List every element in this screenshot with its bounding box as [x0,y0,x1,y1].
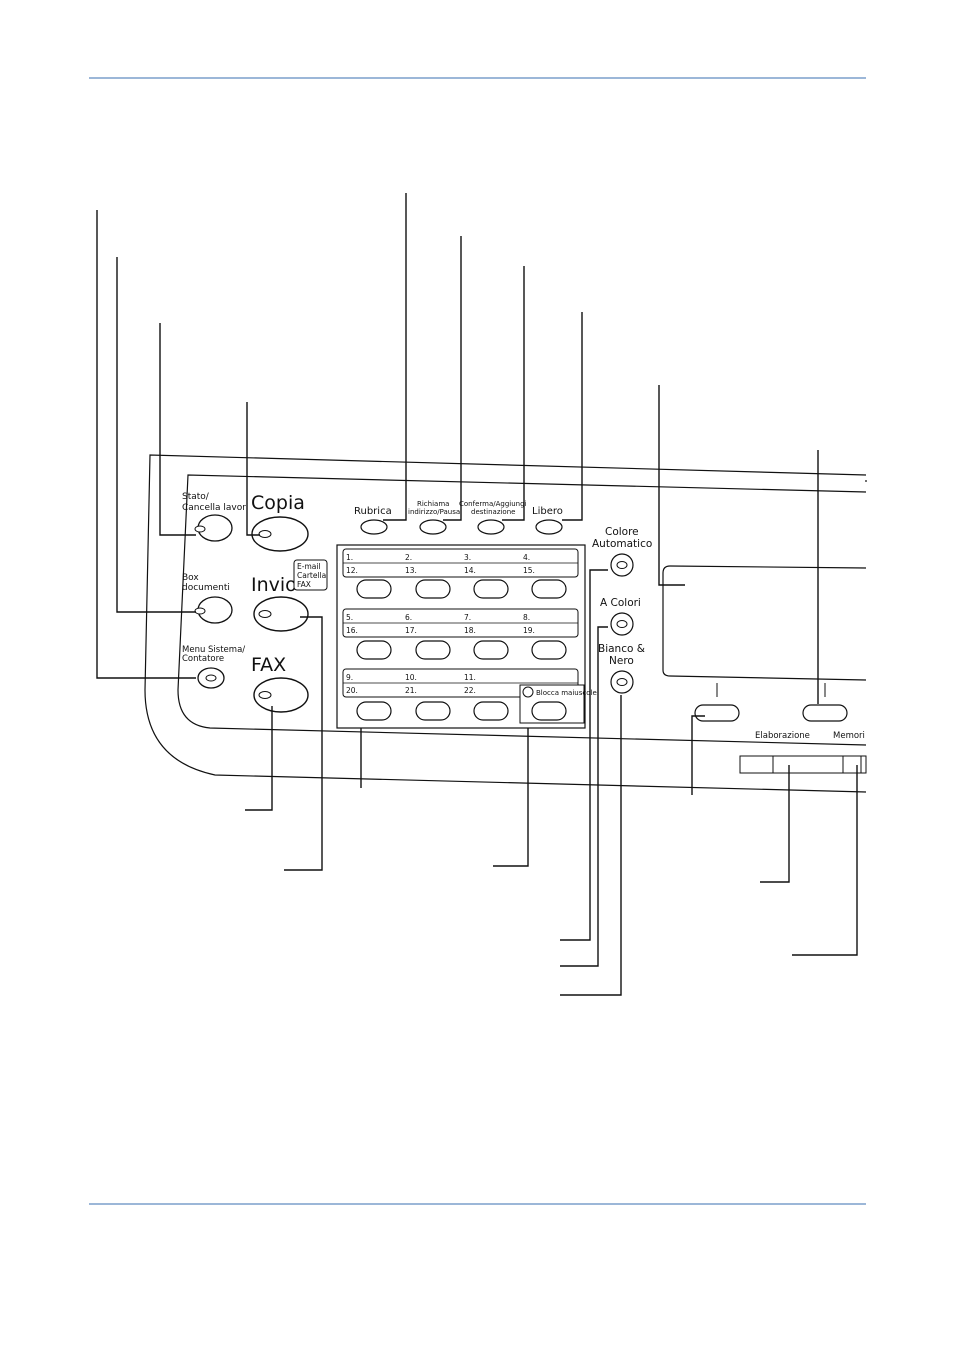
ot-label: 16. [346,626,358,635]
invio-box-line3: FAX [297,580,311,589]
bianco-nero-button[interactable] [610,670,634,694]
onetouch-key[interactable] [356,701,392,721]
leader-lines [96,193,858,996]
bianco-label-1: Bianco & [598,643,645,655]
fax-button[interactable] [253,677,309,713]
onetouch-key[interactable] [531,579,567,599]
softkey-right[interactable] [802,704,848,722]
conferma-label-2: destinazione [471,508,515,516]
copia-label: Copia [251,492,305,514]
ot-label: 4. [523,553,530,562]
onetouch-key[interactable] [473,640,509,660]
box-label-2: documenti [182,583,230,593]
onetouch-key[interactable] [356,640,392,660]
ot-label: 22. [464,686,476,695]
onetouch-key[interactable] [415,579,451,599]
ot-label: 10. [405,673,417,682]
indicator-strip [739,755,867,774]
conferma-label-1: Conferma/Aggiungi [459,500,527,508]
ot-label: 7. [464,613,471,622]
onetouch-key[interactable] [473,701,509,721]
ot-label: 2. [405,553,412,562]
onetouch-key[interactable] [415,701,451,721]
menu-label-1: Menu Sistema/ [182,645,245,655]
richiama-button[interactable] [419,519,447,535]
ot-label: 8. [523,613,530,622]
panel-outline [144,454,867,793]
rubrica-button[interactable] [360,519,388,535]
a-colori-label: A Colori [600,597,641,609]
invio-label: Invio [251,574,297,596]
ot-label: 1. [346,553,353,562]
onetouch-key[interactable] [531,640,567,660]
display-screen [662,565,867,681]
libero-label: Libero [532,506,563,517]
colore-automatico-button[interactable] [610,553,634,577]
invio-button[interactable] [253,596,309,632]
invio-box-line2: Cartella [297,571,326,580]
softkey-left[interactable] [694,704,740,722]
stato-label-2: Cancella lavori [182,503,248,513]
conferma-button[interactable] [477,519,505,535]
richiama-label-1: Richiama [417,500,449,508]
onetouch-key[interactable] [531,701,567,721]
invio-box-line1: E-mail [297,562,321,571]
ot-label: 21. [405,686,417,695]
memoria-label: Memori [833,731,865,741]
richiama-label-2: indirizzo/Pausa [408,508,460,516]
ot-label: 14. [464,566,476,575]
ot-label: 13. [405,566,417,575]
onetouch-key[interactable] [415,640,451,660]
ot-label: 5. [346,613,353,622]
menu-sistema-button[interactable] [197,667,225,689]
colore-label-2: Automatico [592,538,652,550]
ot-label: 9. [346,673,353,682]
box-label-1: Box [182,573,199,583]
colore-label-1: Colore [605,526,639,538]
onetouch-keys[interactable] [356,579,567,721]
ot-label: 3. [464,553,471,562]
bianco-label-2: Nero [609,655,634,667]
elaborazione-label: Elaborazione [755,731,810,741]
onetouch-key[interactable] [473,579,509,599]
ot-label: 15. [523,566,535,575]
ot-label: 6. [405,613,412,622]
ot-label: 18. [464,626,476,635]
stato-button[interactable] [194,514,233,542]
a-colori-button[interactable] [610,612,634,636]
ot-label: 12. [346,566,358,575]
onetouch-key[interactable] [356,579,392,599]
box-documenti-button[interactable] [194,596,233,624]
ot-label: 17. [405,626,417,635]
menu-label-2: Contatore [182,654,224,664]
ot-label: 19. [523,626,535,635]
ot-label: 20. [346,686,358,695]
rubrica-label: Rubrica [354,506,392,517]
blocca-label: Blocca maiuscole [536,689,597,697]
stato-label-1: Stato/ [182,492,210,502]
blocca-indicator [522,686,534,698]
invio-box [293,559,328,591]
ot-label: 11. [464,673,476,682]
copia-button[interactable] [251,516,309,552]
fax-label: FAX [251,654,286,676]
libero-button[interactable] [535,519,563,535]
